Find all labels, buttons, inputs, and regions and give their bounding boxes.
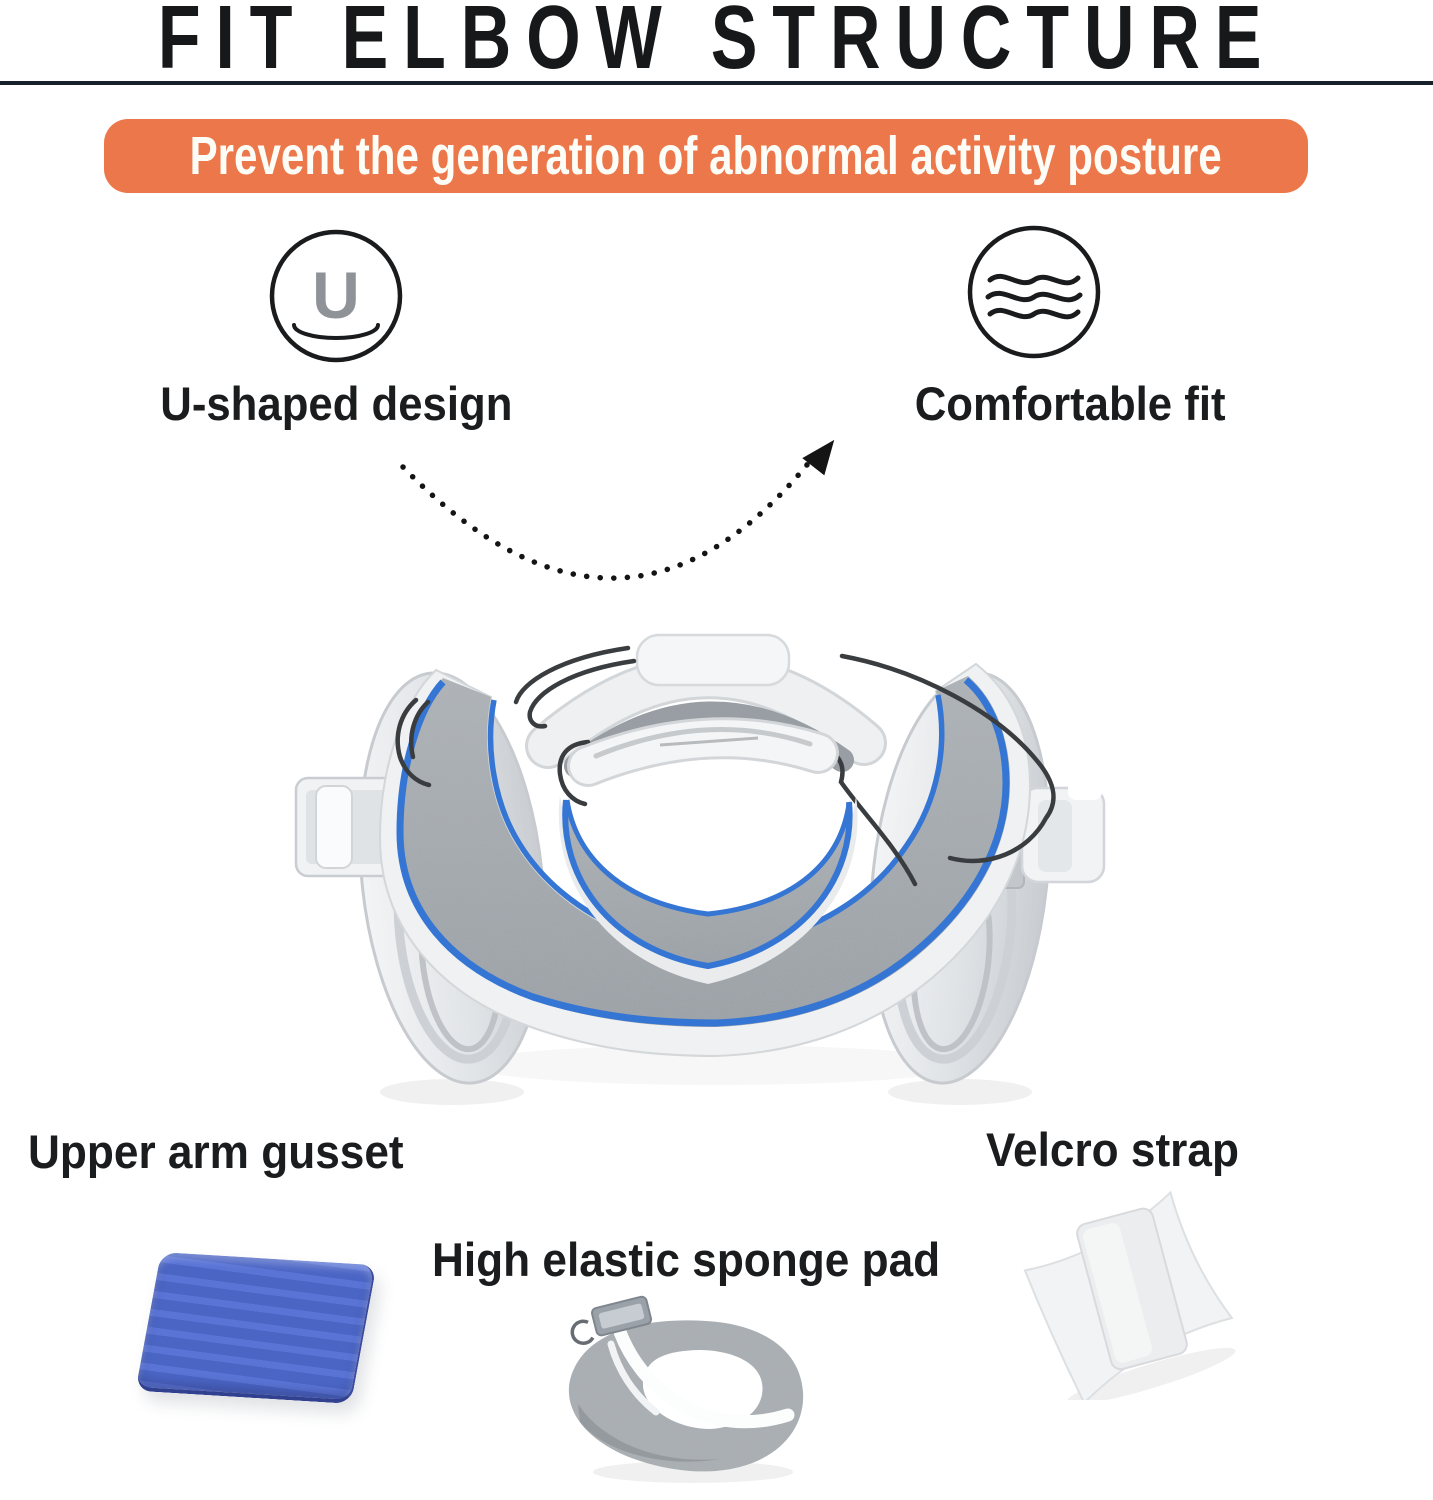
part-label-velcro: Velcro strap [986, 1123, 1239, 1176]
top-clip [635, 633, 791, 687]
page-title-text: FIT ELBOW STRUCTURE [157, 0, 1276, 88]
tension-wires [395, 645, 1056, 887]
part-label-gusset: Upper arm gusset [28, 1125, 404, 1178]
subtitle-banner-text: Prevent the generation of abnormal activ… [189, 126, 1223, 186]
page-title: FIT ELBOW STRUCTURE [0, 0, 1433, 88]
strap-clip [570, 1295, 653, 1345]
dotted-arrow-icon [400, 439, 835, 581]
blue-trim-outer [396, 677, 1010, 1027]
upper-arm-gusset-image [135, 1252, 377, 1404]
sponge-pad-image [568, 1295, 804, 1483]
inner-bar [567, 717, 839, 787]
inner-pad [558, 795, 858, 984]
u-glyph: U [312, 258, 360, 332]
velcro-strap-image [1023, 1190, 1236, 1400]
part-label-sponge: High elastic sponge pad [432, 1233, 941, 1286]
feature-label-u-shaped: U-shaped design [159, 377, 513, 430]
subtitle-banner: Prevent the generation of abnormal activ… [104, 119, 1308, 193]
u-rotate-icon: U [269, 229, 403, 363]
elbow-brace-illustration [294, 633, 1106, 1105]
title-divider [0, 81, 1433, 85]
product-shadow [466, 1045, 966, 1085]
feature-label-comfortable-fit: Comfortable fit [914, 377, 1226, 430]
waves-icon [967, 225, 1101, 359]
